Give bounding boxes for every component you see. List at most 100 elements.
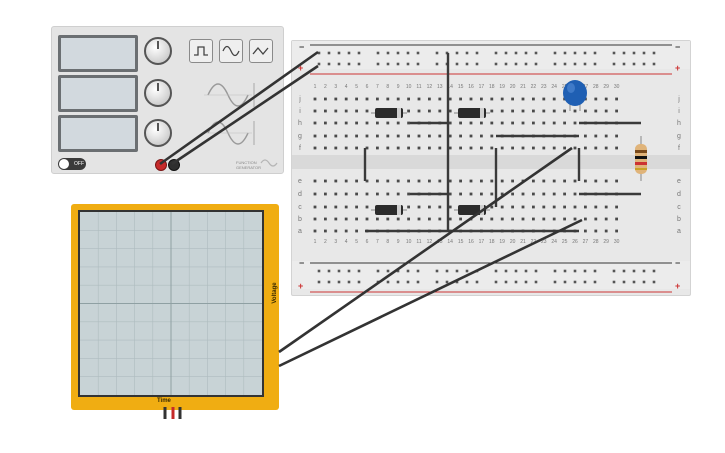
rail-hole[interactable] (583, 269, 587, 273)
rail-hole[interactable] (494, 51, 498, 55)
rail-hole[interactable] (504, 62, 508, 66)
breadboard-hole[interactable] (386, 146, 390, 150)
breadboard-hole[interactable] (324, 109, 327, 113)
breadboard-hole[interactable] (428, 109, 431, 113)
rail-hole[interactable] (386, 269, 390, 273)
rail-hole[interactable] (465, 62, 469, 66)
breadboard-hole[interactable] (355, 229, 358, 233)
rail-hole[interactable] (553, 269, 557, 273)
breadboard-hole[interactable] (396, 134, 400, 138)
breadboard-hole[interactable] (448, 146, 452, 150)
breadboard-hole[interactable] (396, 121, 400, 125)
rail-hole[interactable] (327, 62, 331, 66)
breadboard-hole[interactable] (480, 179, 483, 183)
rail-hole[interactable] (583, 280, 587, 284)
breadboard-hole[interactable] (500, 205, 504, 209)
breadboard-hole[interactable] (448, 192, 452, 196)
breadboard-hole[interactable] (490, 217, 494, 221)
breadboard-hole[interactable] (480, 146, 483, 150)
rail-hole[interactable] (534, 62, 538, 66)
rail-hole[interactable] (386, 62, 390, 66)
rail-hole[interactable] (357, 51, 361, 55)
breadboard-hole[interactable] (563, 146, 566, 150)
rail-hole[interactable] (317, 269, 321, 273)
capacitor-highlight[interactable] (567, 83, 575, 93)
rail-hole[interactable] (435, 269, 439, 273)
breadboard-hole[interactable] (584, 179, 587, 183)
rail-hole[interactable] (514, 280, 518, 284)
wire-scope-2[interactable] (278, 218, 583, 368)
rail-hole[interactable] (622, 269, 626, 273)
breadboard-hole[interactable] (396, 179, 400, 183)
breadboard-hole[interactable] (500, 146, 504, 150)
breadboard-hole[interactable] (355, 134, 358, 138)
rail-hole[interactable] (494, 269, 498, 273)
breadboard-hole[interactable] (448, 121, 452, 125)
breadboard-hole[interactable] (615, 97, 618, 101)
breadboard-hole[interactable] (313, 179, 317, 183)
breadboard-hole[interactable] (334, 109, 338, 113)
rail-hole[interactable] (435, 280, 439, 284)
rail-hole[interactable] (337, 62, 341, 66)
breadboard-hole[interactable] (542, 205, 546, 209)
rail-hole[interactable] (357, 62, 361, 66)
breadboard-hole[interactable] (552, 192, 556, 196)
breadboard-hole[interactable] (459, 97, 462, 101)
rail-hole[interactable] (553, 51, 557, 55)
breadboard-hole[interactable] (552, 121, 556, 125)
breadboard-hole[interactable] (584, 205, 587, 209)
rail-hole[interactable] (573, 62, 577, 66)
breadboard-hole[interactable] (344, 121, 348, 125)
rail-hole[interactable] (632, 62, 636, 66)
amplitude-knob[interactable] (144, 79, 172, 107)
breadboard-hole[interactable] (615, 134, 618, 138)
breadboard-hole[interactable] (459, 134, 462, 138)
rail-hole[interactable] (563, 62, 567, 66)
rail-hole[interactable] (632, 280, 636, 284)
breadboard-hole[interactable] (438, 205, 442, 209)
breadboard-hole[interactable] (324, 217, 327, 221)
rail-hole[interactable] (475, 280, 479, 284)
rail-hole[interactable] (435, 62, 439, 66)
breadboard-hole[interactable] (407, 134, 410, 138)
breadboard-hole[interactable] (604, 97, 608, 101)
breadboard-hole[interactable] (386, 134, 390, 138)
rail-hole[interactable] (327, 269, 331, 273)
breadboard-hole[interactable] (355, 97, 358, 101)
breadboard-hole[interactable] (376, 146, 379, 150)
breadboard-hole[interactable] (615, 205, 618, 209)
breadboard-hole[interactable] (417, 179, 421, 183)
wire-fg-positive[interactable] (159, 50, 319, 166)
breadboard-hole[interactable] (355, 146, 358, 150)
wire-fg-negative[interactable] (171, 64, 319, 166)
rail-hole[interactable] (652, 269, 656, 273)
breadboard-hole[interactable] (552, 217, 556, 221)
rail-hole[interactable] (583, 51, 587, 55)
breadboard-hole[interactable] (448, 179, 452, 183)
rail-hole[interactable] (396, 51, 400, 55)
breadboard-hole[interactable] (521, 121, 525, 125)
rail-hole[interactable] (642, 62, 646, 66)
rail-hole[interactable] (514, 269, 518, 273)
breadboard-hole[interactable] (604, 229, 608, 233)
breadboard-hole[interactable] (365, 134, 369, 138)
breadboard-hole[interactable] (386, 192, 390, 196)
rail-hole[interactable] (475, 62, 479, 66)
breadboard-hole[interactable] (334, 97, 338, 101)
rail-hole[interactable] (563, 51, 567, 55)
breadboard-hole[interactable] (469, 134, 473, 138)
breadboard-hole[interactable] (521, 97, 525, 101)
breadboard-hole[interactable] (417, 146, 421, 150)
breadboard-hole[interactable] (334, 121, 338, 125)
breadboard-hole[interactable] (480, 121, 483, 125)
sine-wave-button[interactable] (219, 39, 243, 63)
breadboard-hole[interactable] (313, 146, 317, 150)
breadboard-hole[interactable] (521, 205, 525, 209)
breadboard-hole[interactable] (417, 134, 421, 138)
breadboard-hole[interactable] (396, 146, 400, 150)
breadboard-hole[interactable] (407, 121, 410, 125)
breadboard-hole[interactable] (563, 109, 566, 113)
breadboard-hole[interactable] (324, 134, 327, 138)
breadboard-hole[interactable] (438, 217, 442, 221)
